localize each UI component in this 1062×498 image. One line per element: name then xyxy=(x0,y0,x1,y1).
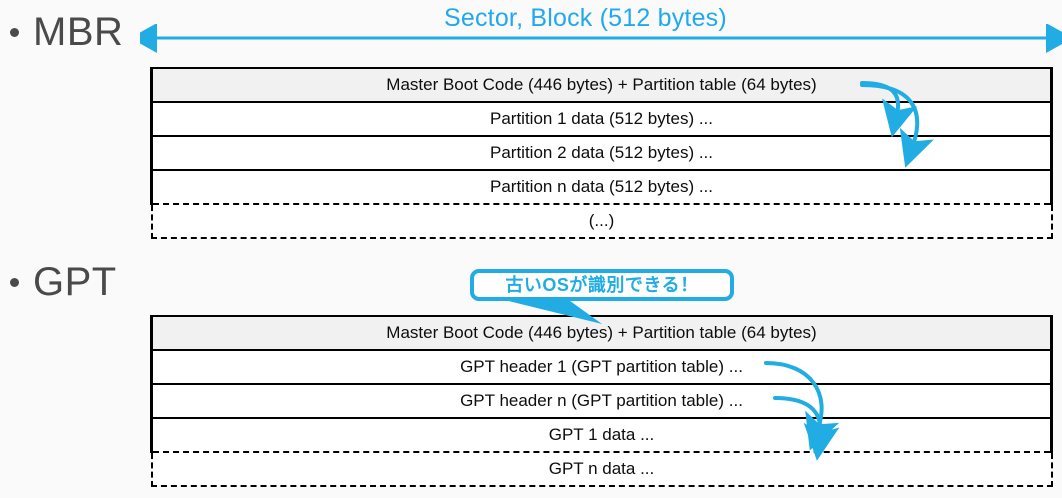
section-heading-gpt-label: GPT xyxy=(33,260,117,304)
legacy-os-callout-label: 古いOSが識別できる！ xyxy=(505,275,699,295)
mbr-row-2-label: Partition 2 data (512 bytes) ... xyxy=(150,135,1053,171)
gpt-row-2-label: GPT header n (GPT partition table) ... xyxy=(150,383,1053,419)
mbr-row-3-label: Partition n data (512 bytes) ... xyxy=(150,169,1053,205)
gpt-layout-table: Master Boot Code (446 bytes) + Partition… xyxy=(150,315,1053,487)
mbr-row-0-label: Master Boot Code (446 bytes) + Partition… xyxy=(150,67,1053,103)
section-heading-gpt: GPT xyxy=(8,262,117,302)
bullet-dot-icon xyxy=(10,277,19,287)
table-row: Partition 2 data (512 bytes) ... xyxy=(150,135,1053,171)
table-row: (...) xyxy=(150,203,1053,239)
table-row: Master Boot Code (446 bytes) + Partition… xyxy=(150,67,1053,103)
gpt-row-4-label: GPT n data ... xyxy=(150,451,1053,487)
gpt-row-1-label: GPT header 1 (GPT partition table) ... xyxy=(150,349,1053,385)
bullet-dot-icon xyxy=(10,27,19,37)
gpt-row-0-label: Master Boot Code (446 bytes) + Partition… xyxy=(150,315,1053,351)
table-row: GPT header 1 (GPT partition table) ... xyxy=(150,349,1053,385)
mbr-row-1-label: Partition 1 data (512 bytes) ... xyxy=(150,101,1053,137)
mbr-row-4-label: (...) xyxy=(150,203,1053,239)
sector-size-label: Sector, Block (512 bytes) xyxy=(444,4,727,32)
table-row: Partition 1 data (512 bytes) ... xyxy=(150,101,1053,137)
gpt-row-3-label: GPT 1 data ... xyxy=(150,417,1053,453)
section-heading-mbr: MBR xyxy=(8,12,123,52)
table-row: GPT header n (GPT partition table) ... xyxy=(150,383,1053,419)
table-row: GPT n data ... xyxy=(150,451,1053,487)
table-row: GPT 1 data ... xyxy=(150,417,1053,453)
table-row: Partition n data (512 bytes) ... xyxy=(150,169,1053,205)
section-heading-mbr-label: MBR xyxy=(33,10,124,54)
legacy-os-callout: 古いOSが識別できる！ xyxy=(470,269,734,301)
mbr-layout-table: Master Boot Code (446 bytes) + Partition… xyxy=(150,67,1053,239)
table-row: Master Boot Code (446 bytes) + Partition… xyxy=(150,315,1053,351)
